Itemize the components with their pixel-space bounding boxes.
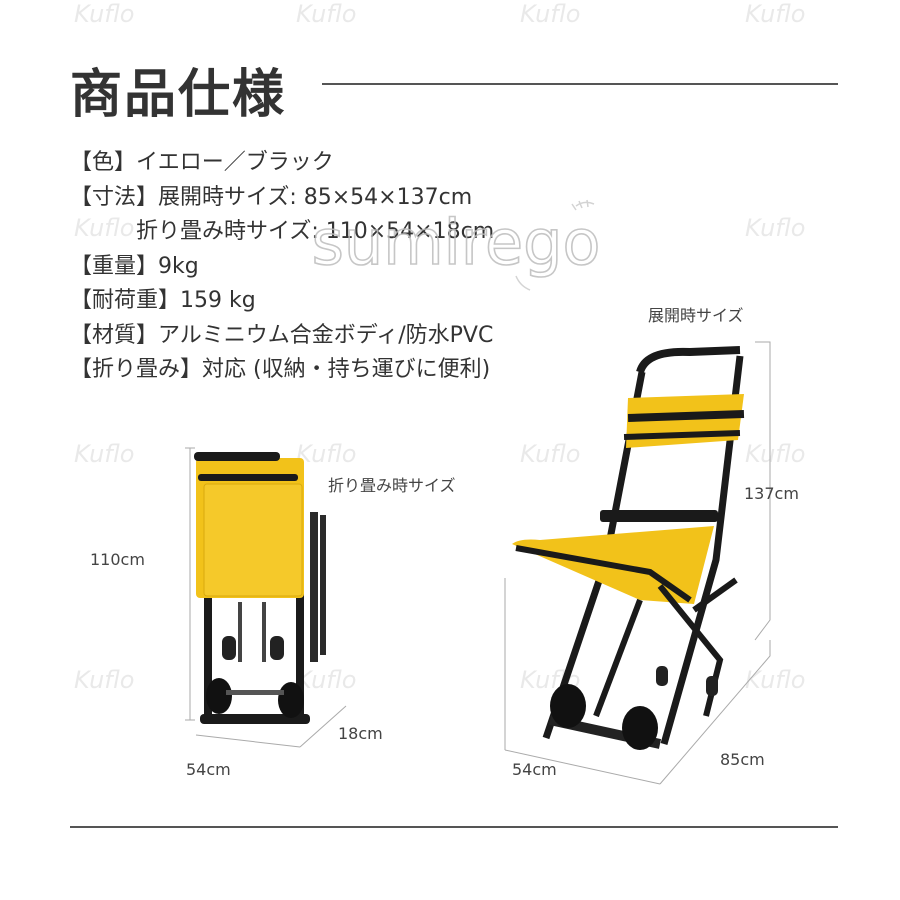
open-caption: 展開時サイズ	[648, 306, 744, 325]
brand-watermark: Kuflo	[745, 440, 806, 468]
brand-watermark: Kuflo	[296, 440, 357, 468]
bottom-divider	[70, 826, 838, 828]
folded-height-label: 110cm	[90, 550, 145, 569]
spec-load: 【耐荷重】159 kg	[70, 288, 256, 313]
folded-dimension-lines	[185, 447, 347, 748]
brand-watermark: Kuflo	[74, 440, 135, 468]
open-width-label: 54cm	[512, 760, 557, 779]
title-divider	[322, 83, 838, 85]
folded-caption: 折り畳み時サイズ	[328, 476, 456, 495]
brand-watermark: Kuflo	[745, 214, 806, 242]
open-depth-label: 85cm	[720, 750, 765, 769]
open-height-label: 137cm	[744, 484, 799, 503]
spec-color: 【色】イエロー／ブラック	[70, 150, 334, 175]
open-dimension-lines	[504, 341, 771, 785]
spec-material: 【材質】アルミニウム合金ボディ/防水PVC	[70, 322, 494, 348]
brand-watermark: Kuflo	[74, 214, 135, 242]
spec-size-open: 【寸法】展開時サイズ: 85×54×137cm	[70, 184, 473, 210]
brand-watermark: Kuflo	[745, 0, 806, 28]
sumirego-logo-watermark: sumirego	[311, 199, 601, 291]
brand-watermark: Kuflo	[296, 666, 357, 694]
brand-watermark: Kuflo	[74, 0, 135, 28]
brand-watermark: Kuflo	[520, 0, 581, 28]
spec-size-folded: 折り畳み時サイズ: 110×54×18cm	[136, 219, 495, 244]
page-title: 商品仕様	[70, 65, 287, 125]
spec-weight: 【重量】9kg	[70, 253, 199, 279]
brand-watermark: Kuflo	[74, 666, 135, 694]
folded-depth-label: 18cm	[338, 724, 383, 743]
brand-watermark: Kuflo	[520, 440, 581, 468]
brand-watermark: Kuflo	[745, 666, 806, 694]
brand-watermark: Kuflo	[520, 666, 581, 694]
spec-list: 【色】イエロー／ブラック 【寸法】展開時サイズ: 85×54×137cm 折り畳…	[70, 146, 494, 388]
logo-text: sumirego	[312, 206, 601, 279]
spec-folding: 【折り畳み】対応 (収納・持ち運びに便利)	[70, 357, 491, 382]
brand-watermark: Kuflo	[296, 0, 357, 28]
folded-width-label: 54cm	[186, 760, 231, 779]
